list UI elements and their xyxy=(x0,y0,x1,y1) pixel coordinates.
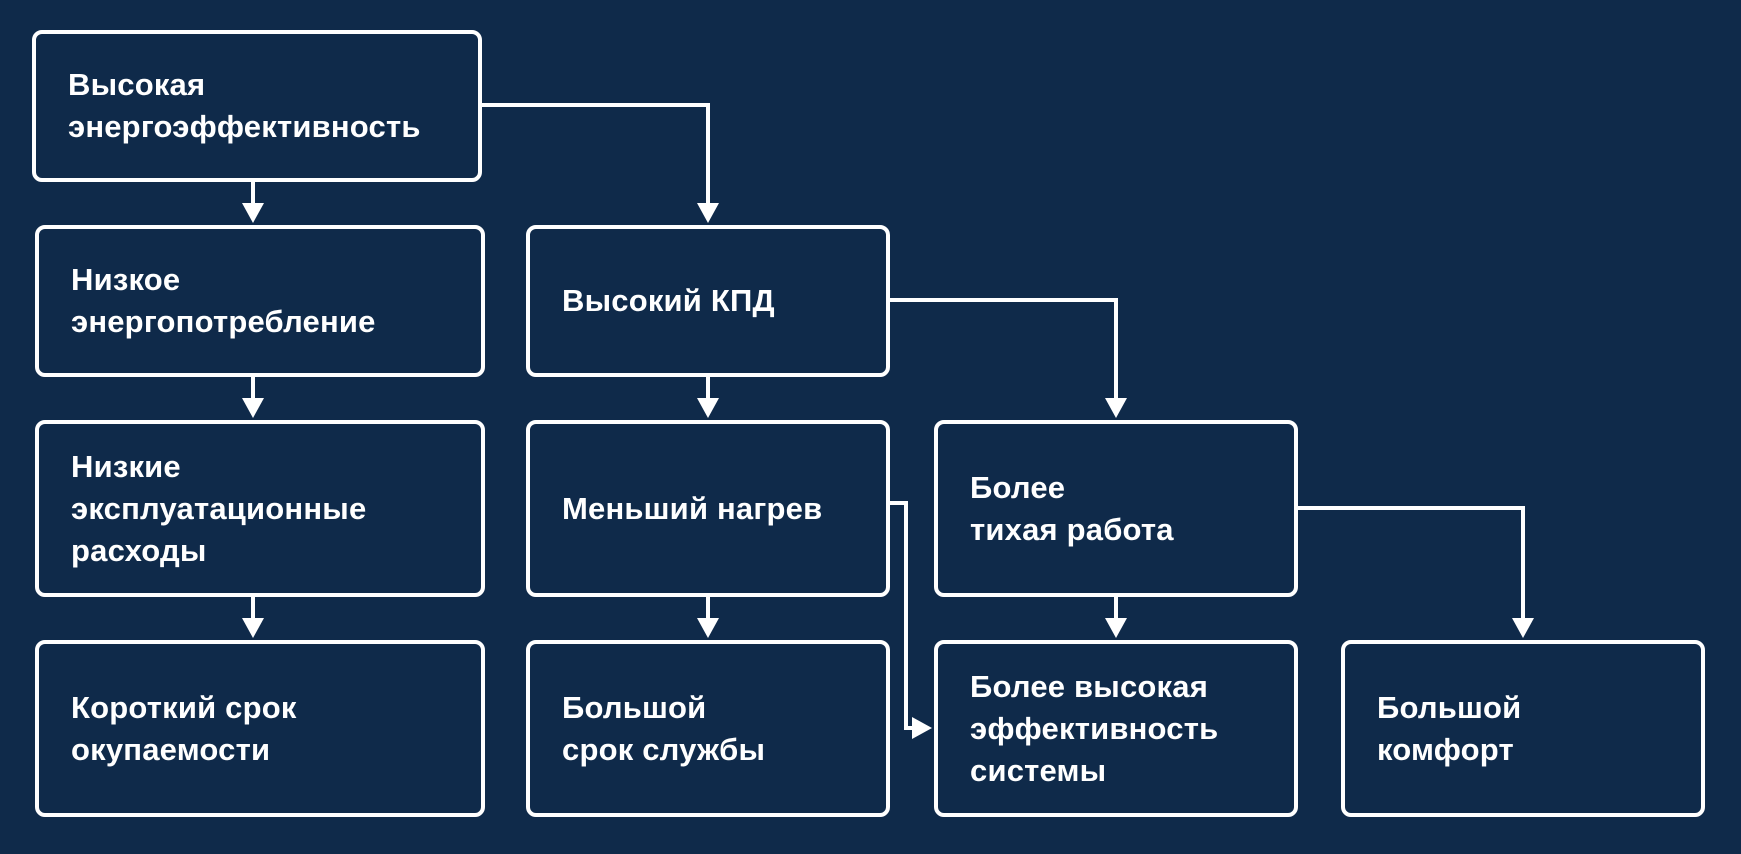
arrowhead-payback xyxy=(242,618,264,638)
node-high-kpd: Высокий КПД xyxy=(526,225,890,377)
node-low-consumption: Низкое энергопотребление xyxy=(35,225,485,377)
node-short-payback: Короткий срок окупаемости xyxy=(35,640,485,817)
arrowhead-kpd xyxy=(697,203,719,223)
node-system-efficiency: Более высокая эффективность системы xyxy=(934,640,1298,817)
node-label: Более высокая эффективность системы xyxy=(970,668,1219,788)
node-label: Более тихая работа xyxy=(970,469,1174,547)
node-less-heating: Меньший нагрев xyxy=(526,420,890,597)
arrowhead-system-top xyxy=(1105,618,1127,638)
connector-quieter-to-comfort xyxy=(1298,506,1525,620)
arrowhead-system-left xyxy=(912,717,932,739)
node-label: Низкое энергопотребление xyxy=(71,262,376,339)
node-label: Высокий КПД xyxy=(562,283,775,318)
node-label: Низкие эксплуатационные расходы xyxy=(71,448,367,568)
node-label: Высокая энергоэффективность xyxy=(68,67,421,144)
connector-kpd-to-quieter xyxy=(890,298,1118,400)
node-high-efficiency: Высокая энергоэффективность xyxy=(32,30,482,182)
connector-efficiency-to-kpd xyxy=(481,103,710,205)
node-comfort: Большой комфорт xyxy=(1341,640,1705,817)
node-label: Большой срок службы xyxy=(562,689,766,767)
arrowhead-comfort xyxy=(1512,618,1534,638)
node-quieter: Более тихая работа xyxy=(934,420,1298,597)
node-label: Большой комфорт xyxy=(1377,689,1522,767)
node-long-life: Большой срок службы xyxy=(526,640,890,817)
arrowhead-consumption xyxy=(242,203,264,223)
node-low-costs: Низкие эксплуатационные расходы xyxy=(35,420,485,597)
node-label: Короткий срок окупаемости xyxy=(71,689,297,767)
arrowhead-heating xyxy=(697,398,719,418)
node-label: Меньший нагрев xyxy=(562,490,823,526)
arrowhead-life xyxy=(697,618,719,638)
arrowhead-costs xyxy=(242,398,264,418)
arrowhead-quieter xyxy=(1105,398,1127,418)
connector-heating-to-system xyxy=(890,501,914,730)
